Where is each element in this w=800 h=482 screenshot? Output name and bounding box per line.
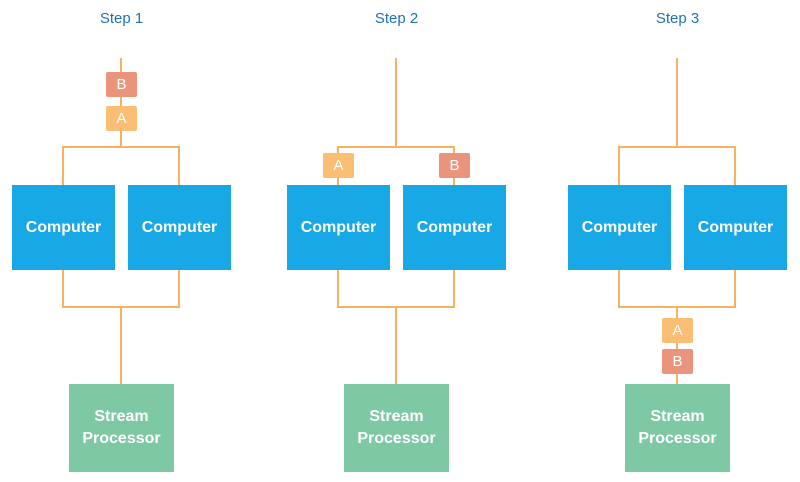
connector-line xyxy=(62,146,64,185)
computer-box-label: Computer xyxy=(581,218,658,236)
connector-line xyxy=(618,270,620,308)
connector-line xyxy=(178,270,180,308)
tag-a-label: A xyxy=(672,322,683,339)
connector-line xyxy=(120,306,122,384)
step-column-3: Step 3 A B Computer Computer Stream Proc… xyxy=(568,0,787,482)
computer-box-label: Computer xyxy=(697,218,774,236)
connector-line xyxy=(395,58,397,148)
computer-box: Computer xyxy=(684,185,787,270)
connector-line xyxy=(120,58,122,148)
tag-b-label: B xyxy=(116,76,127,93)
computer-box: Computer xyxy=(12,185,115,270)
computer-box-label: Computer xyxy=(141,218,218,236)
stream-processor-label: Stream Processor xyxy=(82,408,161,447)
connector-line xyxy=(395,306,397,384)
stream-processor-box: Stream Processor xyxy=(344,384,449,472)
tag-b-box: B xyxy=(439,153,470,178)
connector-line xyxy=(337,270,339,308)
connector-line xyxy=(62,146,180,148)
step-title: Step 1 xyxy=(99,10,144,27)
connector-line xyxy=(453,270,455,308)
tag-b-box: B xyxy=(106,72,137,97)
stream-processor-box: Stream Processor xyxy=(625,384,730,472)
step-column-2: Step 2 A B Computer Computer Stream Proc… xyxy=(287,0,506,482)
connector-line xyxy=(618,146,736,148)
tag-a-box: A xyxy=(106,106,137,131)
connector-line xyxy=(676,58,678,148)
tag-a-box: A xyxy=(323,153,354,178)
connector-line xyxy=(62,270,64,308)
connector-line xyxy=(178,146,180,185)
step-column-1: Step 1 B A Computer Computer Stream Proc… xyxy=(12,0,231,482)
tag-b-label: B xyxy=(449,157,460,174)
computer-box-label: Computer xyxy=(25,218,102,236)
tag-a-box: A xyxy=(662,318,693,343)
computer-box: Computer xyxy=(568,185,671,270)
tag-b-label: B xyxy=(672,353,683,370)
connector-line xyxy=(734,146,736,185)
stream-processor-box: Stream Processor xyxy=(69,384,174,472)
connector-line xyxy=(734,270,736,308)
stream-processor-label: Stream Processor xyxy=(357,408,436,447)
computer-box: Computer xyxy=(128,185,231,270)
stream-processor-label: Stream Processor xyxy=(638,408,717,447)
computer-box-label: Computer xyxy=(300,218,377,236)
computer-box: Computer xyxy=(403,185,506,270)
step-title: Step 3 xyxy=(655,10,700,27)
connector-line xyxy=(618,146,620,185)
tag-a-label: A xyxy=(116,110,127,127)
computer-box-label: Computer xyxy=(416,218,493,236)
computer-box: Computer xyxy=(287,185,390,270)
tag-b-box: B xyxy=(662,349,693,374)
connector-line xyxy=(676,306,678,384)
connector-line xyxy=(337,146,455,148)
step-title: Step 2 xyxy=(374,10,419,27)
tag-a-label: A xyxy=(333,157,344,174)
